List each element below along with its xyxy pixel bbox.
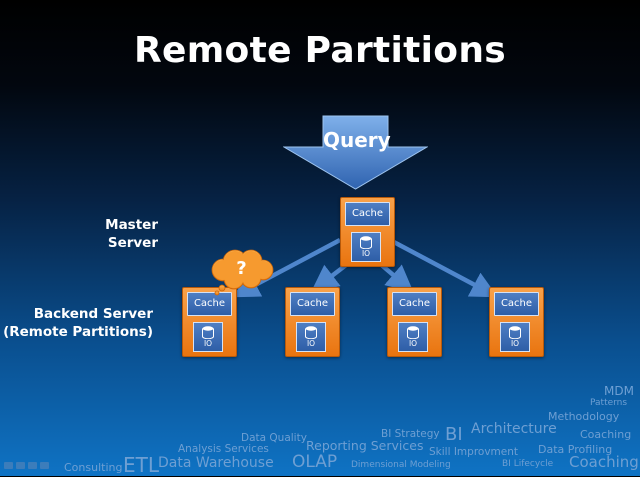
backend-3-io: IO — [398, 322, 428, 352]
query-label: Query — [323, 128, 391, 152]
tag-bi-lifecycle: BI Lifecycle — [502, 459, 554, 469]
database-icon — [305, 326, 317, 339]
backend-1-io-label: IO — [203, 339, 213, 348]
next-slide-icon[interactable] — [40, 462, 49, 469]
backend-4-io: IO — [500, 322, 530, 352]
tag-data-quality: Data Quality — [241, 432, 307, 444]
master-server-label: Master Server — [105, 217, 158, 251]
backend-3-io-label: IO — [408, 339, 418, 348]
tag-bi-strategy: BI Strategy — [381, 428, 440, 440]
tag-mdm: MDM — [604, 384, 634, 398]
database-icon — [509, 326, 521, 339]
backend-4-cache: Cache — [494, 292, 539, 316]
master-io: IO — [351, 232, 381, 262]
slide-title: Remote Partitions — [134, 30, 506, 71]
tag-dimensional-modeling: Dimensional Modeling — [351, 460, 451, 470]
database-icon — [360, 236, 372, 249]
database-icon — [407, 326, 419, 339]
backend-server-3: Cache IO — [387, 287, 442, 357]
question-cloud-icon — [211, 249, 274, 296]
backend-server-2: Cache IO — [285, 287, 340, 357]
backend-2-io: IO — [296, 322, 326, 352]
backend-2-cache: Cache — [290, 292, 335, 316]
backend-2-io-label: IO — [306, 339, 316, 348]
tag-etl: ETL — [123, 453, 159, 477]
menu-icon[interactable] — [28, 462, 37, 469]
tag-coaching-small: Coaching — [580, 428, 632, 441]
tag-bi: BI — [445, 424, 463, 445]
master-cache: Cache — [345, 202, 390, 226]
tag-methodology: Methodology — [548, 410, 620, 423]
tag-olap: OLAP — [292, 452, 338, 472]
question-mark: ? — [236, 258, 247, 279]
backend-4-io-label: IO — [510, 339, 520, 348]
pen-icon[interactable] — [16, 462, 25, 469]
backend-3-cache: Cache — [392, 292, 437, 316]
arrow-to-backend-4 — [388, 238, 498, 298]
backend-1-cache: Cache — [187, 292, 232, 316]
tag-consulting: Consulting — [64, 461, 123, 474]
tag-analysis-services: Analysis Services — [178, 443, 269, 455]
database-icon — [202, 326, 214, 339]
backend-server-label: Backend Server (Remote Partitions) — [3, 306, 153, 340]
tag-data-warehouse: Data Warehouse — [158, 455, 274, 471]
backend-server-1: Cache IO — [182, 287, 237, 357]
tag-coaching-large: Coaching — [569, 453, 639, 471]
query-arrow — [283, 115, 428, 190]
slideshow-controls[interactable] — [4, 462, 49, 469]
backend-server-4: Cache IO — [489, 287, 544, 357]
prev-slide-icon[interactable] — [4, 462, 13, 469]
master-server: Cache IO — [340, 197, 395, 267]
tag-skill-improvment: Skill Improvment — [429, 446, 519, 458]
master-io-label: IO — [361, 249, 371, 258]
tag-data-profiling: Data Profiling — [538, 443, 613, 456]
backend-1-io: IO — [193, 322, 223, 352]
tag-architecture: Architecture — [471, 421, 557, 437]
tag-reporting-services: Reporting Services — [306, 438, 424, 453]
tag-patterns: Patterns — [590, 398, 628, 408]
